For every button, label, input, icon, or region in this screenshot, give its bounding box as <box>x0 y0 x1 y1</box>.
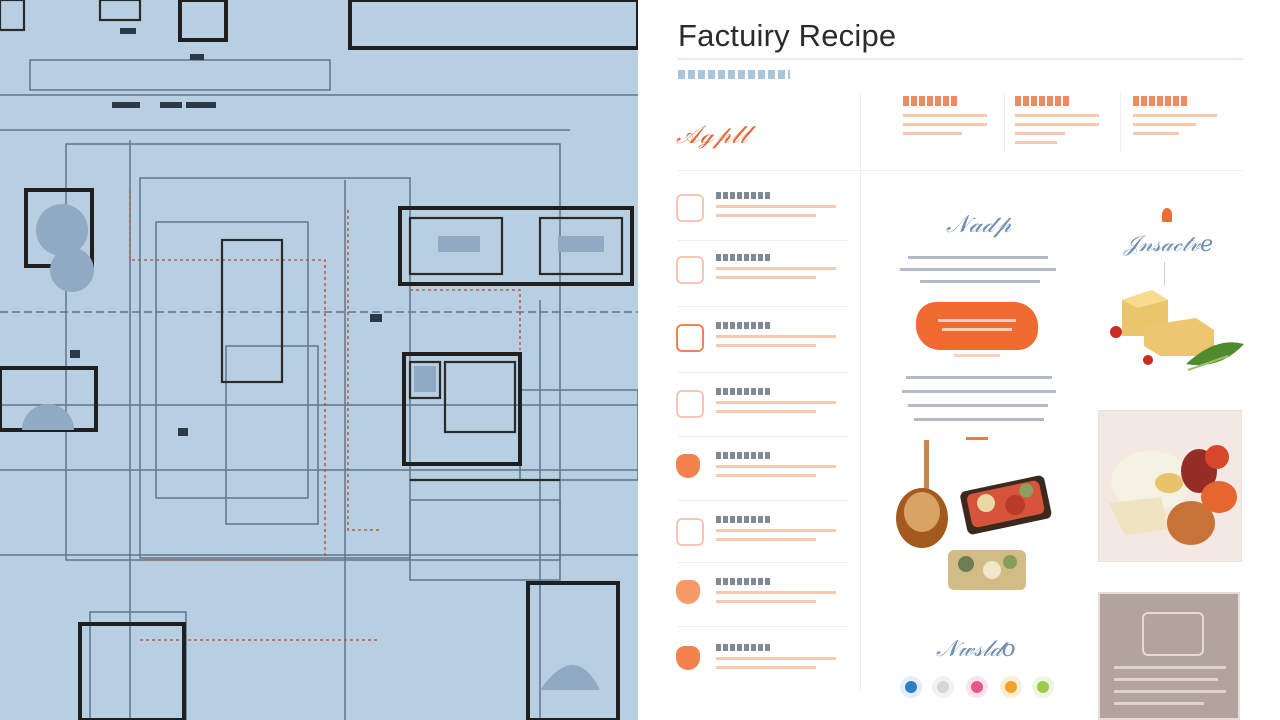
appetizer-illustration <box>896 440 1052 590</box>
note-text-line <box>906 376 1052 379</box>
step-icon-shield <box>676 646 700 670</box>
recipe-step <box>676 384 856 424</box>
recipe-panel: Factuiry Recipe 𝒜ℊ𝓅𝓁𝓁 <box>638 0 1280 720</box>
ingredient-dots <box>900 676 1060 702</box>
blueprint-panel <box>0 0 638 720</box>
subtitle-placeholder <box>678 70 790 79</box>
cheese-platter-photo <box>1099 411 1241 561</box>
serving-heading-script: 𝒩𝓌𝓈𝓁𝒹𝑜 <box>936 636 1016 662</box>
cheese-illustration <box>1110 290 1244 371</box>
step-icon-stack <box>676 256 704 284</box>
note-text-line <box>908 404 1048 407</box>
highlight-pill <box>916 302 1038 350</box>
method-text-line <box>920 280 1040 283</box>
info-column-text <box>1015 114 1099 150</box>
dot-icon-orange <box>1000 676 1022 698</box>
step-icon-cup <box>676 518 704 546</box>
step-icon-flame <box>676 580 700 604</box>
section-divider <box>678 170 1243 171</box>
page-title: Factuiry Recipe <box>678 18 897 53</box>
info-column-text <box>1133 114 1217 141</box>
step-icon-leaf <box>676 194 704 222</box>
recipe-step <box>676 448 856 488</box>
dish-photo-card <box>1098 410 1242 562</box>
column-divider <box>860 92 861 692</box>
method-heading-script: 𝒩𝒶𝒹𝓅 <box>946 210 1012 238</box>
note-text-line <box>914 418 1044 421</box>
info-column-text <box>903 114 987 141</box>
recipe-step <box>676 188 856 228</box>
info-column-heading <box>1133 96 1188 106</box>
ingredients-heading-script: 𝒥𝓃𝓈𝒶𝒸𝓉𝓋𝑒 <box>1124 232 1214 257</box>
factory-floorplan-drawing <box>0 0 638 720</box>
step-icon-badge <box>676 454 700 478</box>
accent-dash <box>966 437 988 440</box>
column-divider <box>1004 92 1005 152</box>
recipe-step <box>676 250 856 290</box>
recipe-step <box>676 640 856 680</box>
section-heading-script: 𝒜ℊ𝓅𝓁𝓁 <box>676 120 748 149</box>
recipe-step <box>676 512 856 552</box>
chef-tag-icon <box>1162 208 1172 222</box>
dot-icon-green <box>1032 676 1054 698</box>
method-text-line <box>900 268 1056 271</box>
info-column-heading <box>1015 96 1070 106</box>
notes-card <box>1098 592 1240 720</box>
info-column-heading <box>903 96 958 106</box>
title-divider <box>678 58 1243 60</box>
note-text-line <box>902 390 1056 393</box>
column-divider <box>1120 92 1121 152</box>
recipe-step <box>676 574 856 614</box>
method-text-line <box>908 256 1048 259</box>
card-emblem <box>1142 612 1204 656</box>
step-icon-hand <box>676 390 704 418</box>
dot-icon-pink <box>966 676 988 698</box>
step-icon-folder <box>676 324 704 352</box>
dot-icon-gray <box>932 676 954 698</box>
pill-underline <box>954 354 1000 357</box>
recipe-step <box>676 318 856 358</box>
dot-icon-blue <box>900 676 922 698</box>
